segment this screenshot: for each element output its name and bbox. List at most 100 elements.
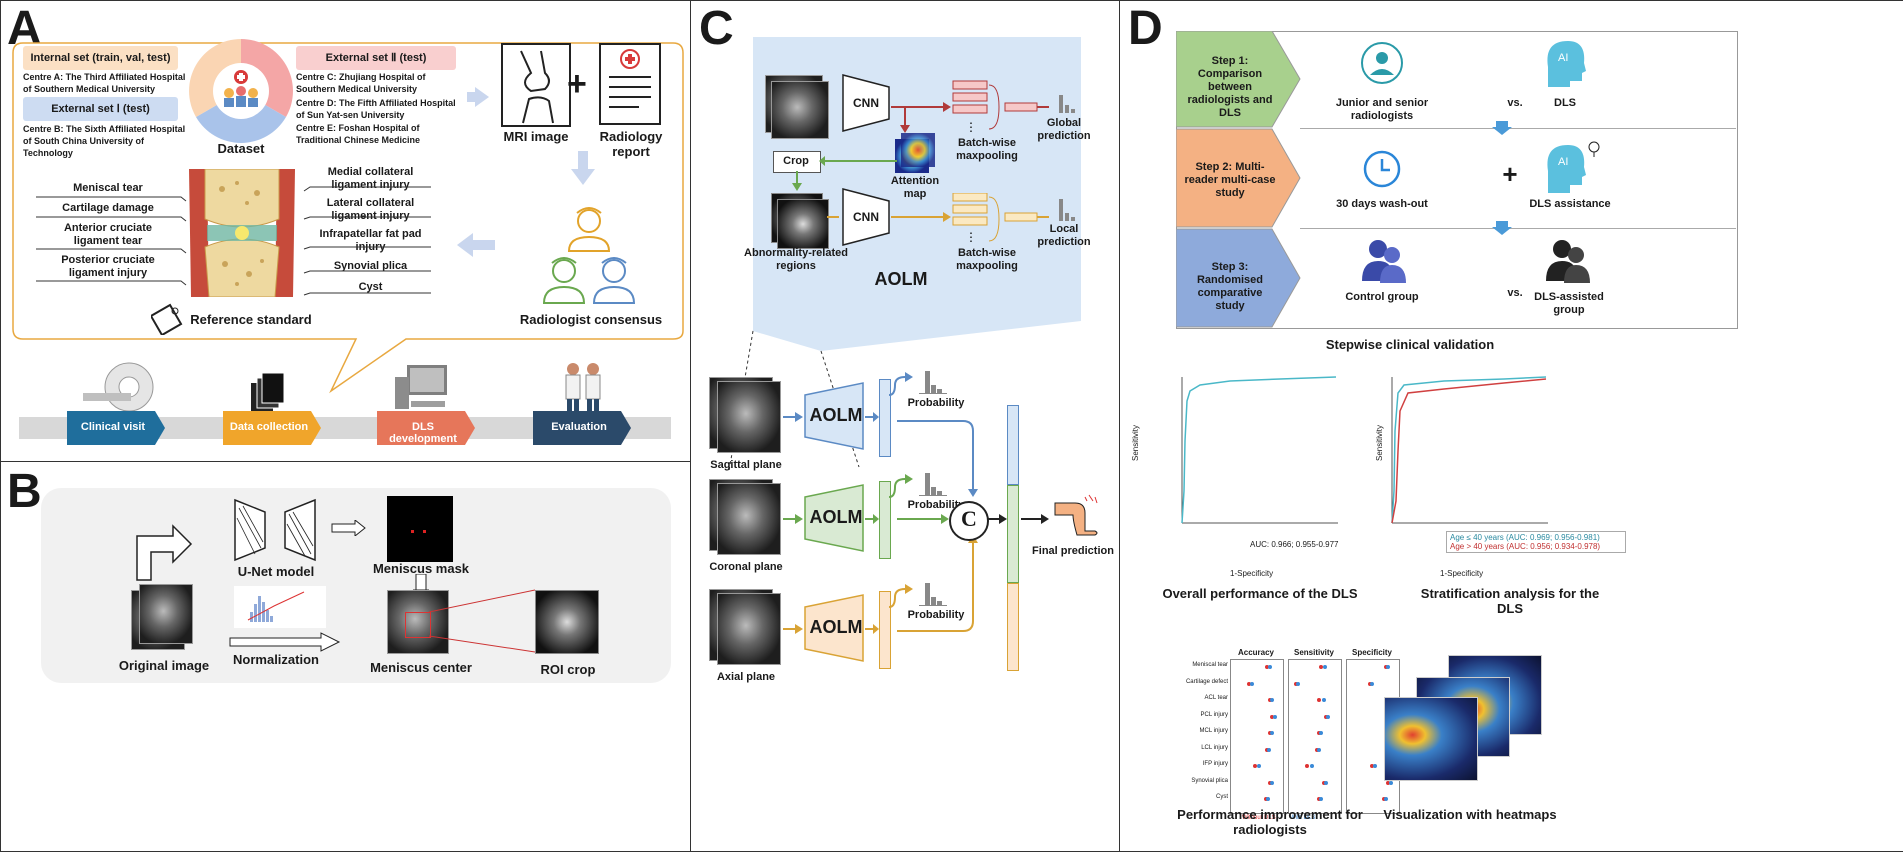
abnormality-regions-stack: [777, 199, 829, 249]
radiology-report-label: Radiology report: [599, 129, 663, 159]
forest-point-with-dls: [1370, 681, 1375, 686]
panel-d-label: D: [1128, 2, 1163, 55]
panel-b: B U-Net model Meniscus mask Original ima…: [0, 461, 692, 852]
meniscus-center-image: [387, 590, 449, 654]
dls-label: DLS: [1554, 97, 1576, 109]
forest-point-without-dls: [1264, 747, 1269, 752]
forest-point-with-dls: [1266, 747, 1271, 752]
label-meniscal-tear: Meniscal tear: [73, 182, 143, 194]
roc-stratified-xlabel: 1-Specificity: [1440, 569, 1484, 578]
computer-icon: [395, 365, 447, 409]
forest-row-label: ACL tear: [1204, 695, 1228, 701]
timeline-bar: [19, 417, 671, 439]
external-set-1-tag: External set Ⅰ (test): [23, 97, 178, 121]
cnn-global-label: CNN: [853, 96, 879, 110]
arrow-to-mri-shaft: [467, 92, 477, 102]
mri-scanner-icon: [83, 362, 154, 412]
forest-title-2: Sensitivity: [1293, 648, 1334, 657]
plane-arrow: [783, 514, 803, 524]
unet-icon: [234, 498, 316, 562]
forest-point-with-dls: [1323, 780, 1328, 785]
forest-point-without-dls: [1268, 731, 1273, 735]
local-branch: ⋮: [827, 193, 1075, 244]
timeline-step-3: DLS development: [377, 411, 477, 450]
forest-row-label: IFP injury: [1202, 761, 1228, 767]
feature-bar: [879, 481, 891, 559]
down-arrow-1: [1492, 121, 1512, 135]
forest-point-without-dls: [1305, 764, 1310, 768]
svg-text:AI: AI: [1558, 156, 1568, 168]
forest-point-without-dls: [1381, 797, 1386, 801]
internal-set-tag: Internal set (train, val, test): [23, 46, 178, 70]
normalization-arrow: [229, 632, 341, 652]
panel-c: C CNN ⋮ Batch-wise maxpooling Global pre…: [690, 0, 1121, 852]
cnn-global: [842, 74, 890, 132]
arrow-left: [457, 233, 495, 257]
probability-label: Probability: [907, 609, 965, 621]
svg-text:⋮: ⋮: [965, 230, 977, 244]
timeline-step-4: Evaluation: [533, 411, 633, 450]
dls-group-icon: [1546, 240, 1590, 283]
label-acl-tear: Anterior cruciate ligament tear: [63, 222, 153, 247]
svg-text:⋮: ⋮: [965, 120, 977, 134]
forest-point-with-dls: [1270, 780, 1275, 785]
forest-legend-1: Without DLS: [1242, 814, 1276, 821]
heatmap-image-1: [1384, 697, 1478, 781]
visualization-label: Visualization with heatmaps: [1383, 807, 1557, 822]
panel-d: D Step 1: Comparison between radiologist…: [1119, 0, 1903, 852]
meniscus-mask-image: [387, 496, 453, 562]
final-prediction-label: Final prediction: [1032, 545, 1114, 557]
forest-point-without-dls: [1253, 764, 1258, 768]
fusion-arrows: [897, 420, 1049, 632]
plane-image-stack: [717, 381, 781, 453]
forest-point-without-dls: [1316, 698, 1321, 702]
forest-point-without-dls: [1264, 665, 1269, 669]
forest-point-with-dls: [1388, 780, 1393, 785]
label-cartilage-damage: Cartilage damage: [62, 202, 154, 214]
forest-point-with-dls: [1296, 681, 1301, 686]
panel-a: A Internal set (train, val, test) Centre…: [0, 0, 692, 463]
plane-image-stack: [717, 483, 781, 555]
step-3: Step 3: Randomised comparative study: [1196, 261, 1263, 312]
leg-icon: [1054, 494, 1098, 536]
forest-point-with-dls: [1309, 764, 1314, 768]
panel-c-label: C: [699, 2, 734, 55]
forest-row-label: PCL injury: [1200, 711, 1228, 718]
label-pcl-injury: Posterior cruciate ligament injury: [61, 254, 155, 279]
forest-legend-2: With DLS: [1290, 814, 1316, 821]
global-prediction-label: Global prediction: [1037, 117, 1091, 142]
mri-knee-icon: [501, 43, 571, 127]
ai-head-icon-2: AI: [1547, 141, 1600, 193]
forest-point-with-dls: [1256, 764, 1261, 768]
timeline-label-1: Clinical visit: [80, 421, 146, 433]
timeline-step-1: Clinical visit: [67, 411, 167, 450]
arrow-to-mri: [475, 87, 489, 107]
roi-crop-label: ROI crop: [540, 662, 596, 677]
forest-point-with-dls: [1372, 764, 1377, 768]
clock-icon: [1363, 150, 1401, 188]
row-divider-2: [1300, 228, 1736, 229]
forest-point-without-dls: [1314, 747, 1319, 752]
row-divider-1: [1300, 128, 1736, 129]
arrow-down: [571, 151, 595, 185]
probability-label: Probability: [907, 397, 965, 409]
vs-2: vs.: [1507, 287, 1523, 299]
aolm-out-arrow: [865, 412, 879, 422]
roc-overall-auc: AUC: 0.966; 0.955-0.977: [1250, 540, 1339, 549]
forest-point-without-dls: [1293, 681, 1298, 686]
vs-1: vs.: [1507, 97, 1523, 109]
report-icon: [599, 43, 661, 125]
roc-overall: [1181, 376, 1338, 524]
forest-point-with-dls: [1386, 665, 1391, 669]
forest-point-with-dls: [1319, 731, 1324, 735]
control-group-icon: [1362, 240, 1406, 283]
label-mcl-injury: Medial collateral ligament injury: [327, 166, 414, 191]
plane-label: Axial plane: [716, 671, 776, 683]
forest-row-label: Synovial plica: [1191, 777, 1228, 784]
dls-assistance-label: DLS assistance: [1529, 198, 1611, 210]
roi-crop-image: [535, 590, 599, 654]
unet-label: U-Net model: [237, 564, 315, 579]
normalization-label: Normalization: [233, 652, 319, 667]
corner-arrow-icon: [136, 524, 193, 581]
centre-a: Centre A: The Third Affiliated Hospital …: [23, 72, 186, 94]
